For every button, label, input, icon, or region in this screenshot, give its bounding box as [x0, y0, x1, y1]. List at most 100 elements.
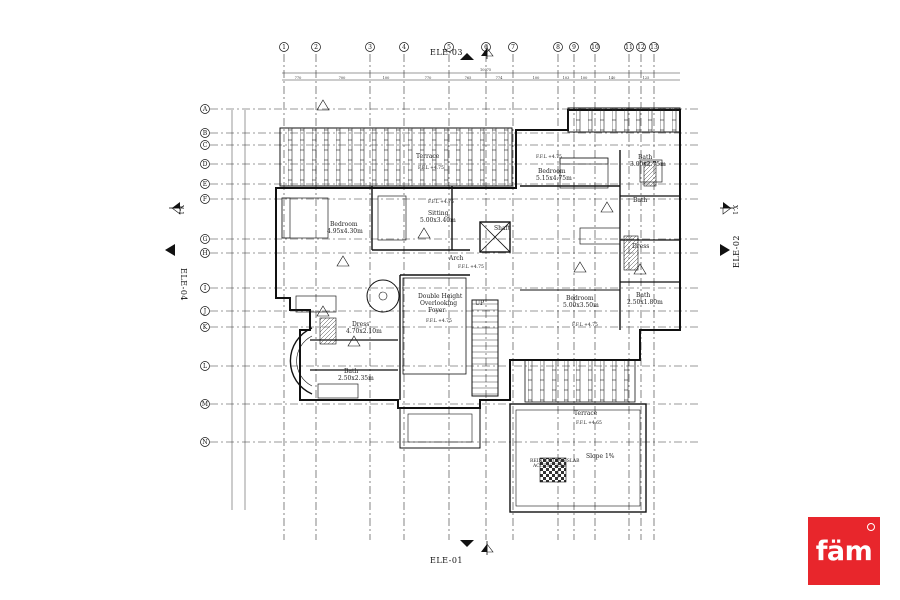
room-dress-left-size: 4.70x2.10m — [346, 328, 382, 335]
top-dimension-value: 100 — [383, 76, 390, 80]
grid-row-label: G — [203, 236, 208, 243]
room-dress-left: Dress — [352, 321, 369, 328]
level-markers — [316, 99, 647, 347]
top-dimension-value: 100 — [581, 76, 588, 80]
grid-bubble-row-D — [200, 159, 210, 169]
top-dimension-value: 103 — [563, 76, 570, 80]
grid-row-label: E — [203, 181, 207, 188]
section-label-left: X-1 — [177, 205, 184, 215]
grid-col-label: 2 — [314, 44, 318, 51]
grid-row-label: N — [202, 439, 207, 446]
room-bedroom-left-size: 4.95x4.30m — [327, 228, 363, 235]
room-double-height-3: Foyer — [428, 307, 445, 314]
elevation-label-right: ELE-02 — [732, 235, 741, 268]
grid-row-label: H — [202, 250, 207, 257]
level-arch: F.F.L +4.75 — [458, 264, 484, 270]
level-sitting: F.F.L +4.75 — [428, 199, 454, 205]
room-bath-right-lower-size: 2.50x1.80m — [627, 299, 663, 306]
grid-row-label: K — [203, 324, 208, 331]
room-double-height-2: Overlooking — [420, 300, 457, 307]
grid-bubble-row-F — [200, 194, 210, 204]
room-bath-lower-left-size: 2.50x2.35m — [338, 375, 374, 382]
grid-bubble-row-G — [200, 234, 210, 244]
grid-row-label: B — [203, 130, 208, 137]
grid-row-label: J — [203, 308, 207, 315]
grid-col-label: 8 — [556, 44, 560, 51]
room-bath-right: Bath — [633, 197, 647, 204]
grid-row-label: F — [203, 196, 207, 203]
grid-bubble-row-I — [200, 283, 210, 293]
room-bedroom-lower-size: 5.00x3.50m — [563, 302, 599, 309]
overall-dimension: 10975 — [480, 68, 491, 72]
elevation-label-left: ELE-04 — [179, 268, 188, 301]
room-terrace-bottom: Terrace — [574, 410, 598, 417]
elevation-markers — [165, 45, 734, 555]
top-dimension-value: 700 — [339, 76, 346, 80]
grid-bubble-col-1 — [279, 42, 289, 52]
grid-bubble-row-N — [200, 437, 210, 447]
elevation-label-top: ELE-03 — [430, 48, 463, 57]
top-dimension-value: 765 — [465, 76, 472, 80]
room-bedroom-center-size: 5.15x4.75m — [536, 175, 572, 182]
fam-logo-text: fäm — [815, 535, 873, 567]
elevation-label-bottom: ELE-01 — [430, 556, 463, 565]
grid-bubble-col-2 — [311, 42, 321, 52]
top-dimension-value: 125 — [643, 76, 650, 80]
room-bath-right-lower: Bath — [636, 292, 650, 299]
elevation-arrow-top — [460, 53, 474, 60]
grid-bubble-col-8 — [553, 42, 563, 52]
room-dress-right: Dress — [632, 243, 649, 250]
grid-bubble-row-E — [200, 179, 210, 189]
room-bedroom-center: Bedroom — [538, 168, 566, 175]
room-sitting-size: 5.00x3.40m — [420, 217, 456, 224]
grid-col-label: 7 — [511, 44, 515, 51]
grid-bubble-row-C — [200, 140, 210, 150]
room-terrace-top: Terrace — [416, 153, 440, 160]
grid-row-label: I — [204, 285, 207, 292]
grid-bubble-col-13 — [649, 42, 659, 52]
room-bath-top-right-size: 3.00x2.75m — [630, 161, 666, 168]
building-walls — [275, 107, 681, 513]
grid-col-label: 11 — [625, 44, 633, 51]
grid-bubble-row-K — [200, 322, 210, 332]
grid-bubble-col-5 — [444, 42, 454, 52]
room-bedroom-left: Bedroom — [330, 221, 358, 228]
grid-bubble-col-9 — [569, 42, 579, 52]
top-dimension-value: 100 — [533, 76, 540, 80]
grid-bubble-col-3 — [365, 42, 375, 52]
grid-col-label: 4 — [402, 44, 406, 51]
grid-bubble-col-12 — [636, 42, 646, 52]
room-sitting: Sitting — [428, 210, 449, 217]
grid-bubble-col-11 — [624, 42, 634, 52]
room-arch: Arch — [448, 255, 464, 262]
top-dimension-chain: 10975 — [282, 68, 680, 81]
room-bedroom-lower: Bedroom — [566, 295, 594, 302]
grid-col-label: 10 — [591, 44, 599, 51]
grid-bubble-col-4 — [399, 42, 409, 52]
elevation-arrow-left — [165, 244, 175, 256]
grid-bubble-row-A — [200, 104, 210, 114]
section-label-right: X-1 — [731, 205, 738, 215]
grid-bubble-row-L — [200, 361, 210, 371]
grid-col-label: 5 — [447, 44, 451, 51]
furniture — [281, 157, 663, 399]
grid-col-label: 6 — [484, 44, 488, 51]
label-stair-up: UP — [475, 300, 484, 307]
grid-bubble-row-M — [200, 399, 210, 409]
room-bath-lower-left: Bath — [344, 368, 358, 375]
registered-mark-icon — [867, 523, 875, 531]
level-foyer: F.F.L +4.75 — [426, 318, 452, 324]
level-terrace-top: F.F.L +4.75 — [418, 165, 444, 171]
top-dimension-value: 770 — [295, 76, 302, 80]
grid-row-label: D — [203, 161, 208, 168]
label-reinforcing-1: REINFORCING SLAB — [530, 458, 580, 464]
grid-row-label: M — [202, 401, 208, 408]
grid-bubble-row-B — [200, 128, 210, 138]
grid-row-label: L — [203, 363, 207, 370]
grid-col-label: 3 — [368, 44, 372, 51]
left-dimension-chain — [231, 110, 246, 510]
